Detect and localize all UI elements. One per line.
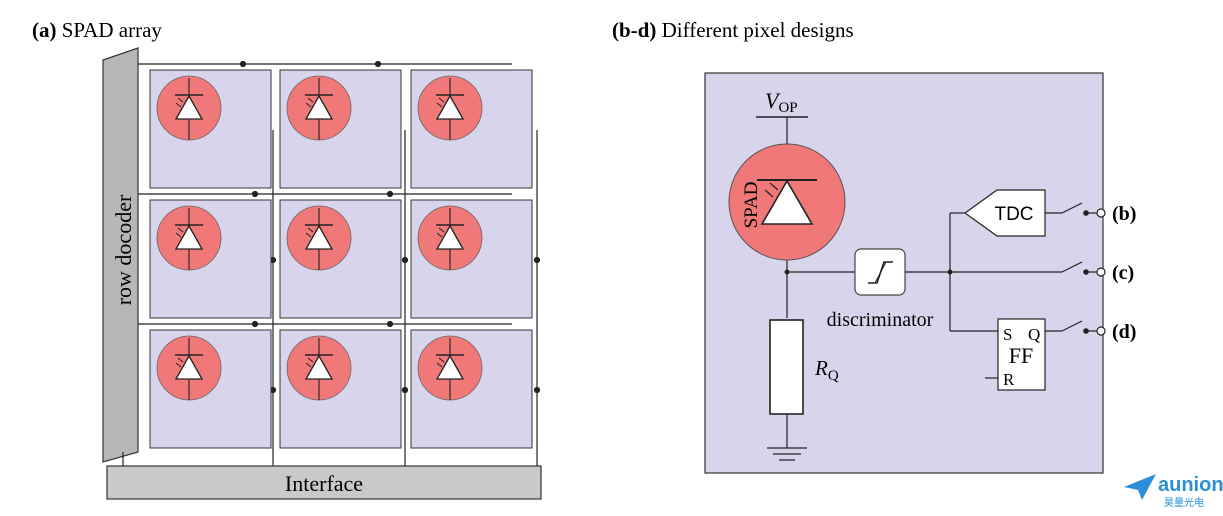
spad-pixel bbox=[279, 199, 402, 319]
output-c-label: (c) bbox=[1112, 262, 1134, 284]
quench-resistor: RQ bbox=[769, 319, 839, 448]
row-select-lines bbox=[138, 60, 512, 328]
row-decoder: row docoder bbox=[102, 47, 139, 463]
ff-q-label: Q bbox=[1028, 325, 1040, 344]
row-decoder-label: row docoder bbox=[111, 194, 136, 305]
vop-label: VOP bbox=[765, 88, 798, 116]
aunion-logo: aunion 昊量光电 bbox=[1124, 474, 1223, 509]
output-d-label: (d) bbox=[1112, 321, 1136, 343]
spad-pixel bbox=[149, 199, 272, 319]
rq-label: RQ bbox=[814, 356, 839, 384]
spad-pixel bbox=[410, 69, 533, 189]
discriminator-block bbox=[854, 248, 906, 296]
tdc-label: TDC bbox=[994, 204, 1033, 225]
ff-s-label: S bbox=[1003, 325, 1012, 344]
panel-b-title: (b-d) Different pixel designs bbox=[612, 18, 854, 42]
logo-name: aunion bbox=[1158, 474, 1223, 496]
interface-block: Interface bbox=[106, 465, 542, 500]
pixel-grid bbox=[149, 69, 533, 449]
spad-pixel bbox=[410, 199, 533, 319]
ff-label: FF bbox=[1009, 343, 1033, 368]
spad-pixel bbox=[279, 69, 402, 189]
output-b-label: (b) bbox=[1112, 203, 1136, 225]
panel-a-title: (a) SPAD array bbox=[32, 18, 162, 42]
spad-diode: SPAD bbox=[728, 143, 846, 261]
spad-pixel bbox=[279, 329, 402, 449]
flip-flop-block: S Q FF R bbox=[950, 318, 1046, 391]
ff-r-label: R bbox=[1003, 370, 1015, 389]
spad-pixel bbox=[410, 329, 533, 449]
ground-symbol bbox=[767, 447, 807, 461]
spad-pixel bbox=[149, 69, 272, 189]
spad-pixel bbox=[149, 329, 272, 449]
interface-label: Interface bbox=[285, 471, 363, 496]
logo-arrow-icon bbox=[1124, 474, 1156, 500]
column-bus-lines bbox=[122, 130, 541, 466]
output-switches bbox=[1061, 202, 1106, 336]
discriminator-label: discriminator bbox=[827, 309, 934, 331]
spad-label: SPAD bbox=[741, 182, 762, 229]
logo-subtitle: 昊量光电 bbox=[1164, 496, 1204, 509]
